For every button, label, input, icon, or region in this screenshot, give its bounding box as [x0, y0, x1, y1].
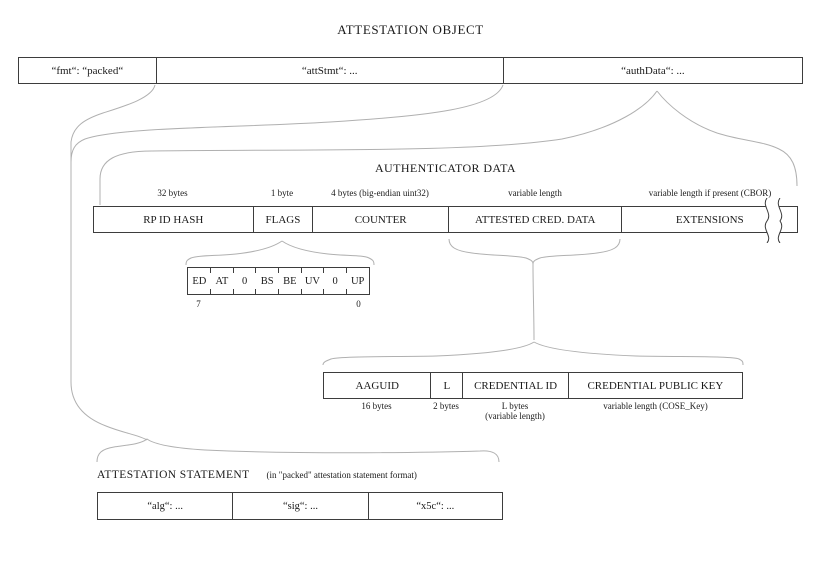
- attestation-statement-row: “alg“: ... “sig“: ... “x5c“: ...: [97, 492, 503, 520]
- bit-cell-rfu1: 0: [323, 268, 347, 294]
- size-label-flags: 1 byte: [270, 188, 294, 198]
- bit-cell-be: BE: [278, 268, 302, 294]
- flags-msb-label: 7: [196, 299, 201, 309]
- size-label-length: 2 bytes: [433, 401, 459, 411]
- size-label-credential-id-line1: L bytes: [501, 401, 529, 411]
- box-break-mark: [764, 198, 783, 243]
- brace-authdata-left-arm: [99, 90, 658, 205]
- attested-cred-data-row: AAGUID L CREDENTIAL ID CREDENTIAL PUBLIC…: [323, 372, 743, 399]
- credential-public-key-cell: CREDENTIAL PUBLIC KEY: [567, 373, 742, 398]
- flags-bits-row: ED AT 0 BS BE UV 0 UP: [187, 267, 370, 295]
- attestation-statement-title: ATTESTATION STATEMENT: [97, 469, 250, 481]
- flags-lsb-label: 0: [356, 299, 361, 309]
- size-label-extensions: variable length if present (CBOR): [648, 188, 772, 198]
- brace-attestation-statement: [96, 438, 500, 463]
- bit-cell-at: AT: [210, 268, 234, 294]
- authenticator-data-title: AUTHENTICATOR DATA: [374, 161, 516, 175]
- brace-flags-right: [281, 240, 375, 266]
- attestation-statement-heading: ATTESTATION STATEMENT (in "packed" attes…: [97, 469, 417, 481]
- brace-cred-expansion-left: [322, 341, 535, 366]
- connector-attstmt-to-statement-line: [70, 142, 148, 441]
- attested-cred-data-cell: ATTESTED CRED. DATA: [447, 207, 622, 232]
- flags-cell: FLAGS: [252, 207, 313, 232]
- size-label-credential-public-key: variable length (COSE_Key): [603, 401, 708, 411]
- fmt-cell: “fmt“: “packed“: [51, 64, 124, 77]
- size-label-counter: 4 bytes (big-endian uint32): [331, 188, 429, 198]
- brace-cred-expansion-right: [533, 341, 744, 366]
- attestation-statement-subtitle: (in "packed" attestation statement forma…: [266, 470, 417, 480]
- bit-cell-ed: ED: [192, 275, 207, 287]
- connector-attested-cred-line: [532, 263, 535, 341]
- bit-cell-rfu5: 0: [232, 268, 256, 294]
- page-title: ATTESTATION OBJECT: [337, 22, 484, 37]
- authenticator-data-row: RP ID HASH FLAGS COUNTER ATTESTED CRED. …: [93, 206, 798, 233]
- extensions-cell: EXTENSIONS: [621, 207, 797, 232]
- x5c-cell: “x5c“: ...: [367, 493, 502, 519]
- brace-attested-cred-left: [448, 238, 534, 265]
- bit-cell-bs: BS: [255, 268, 279, 294]
- alg-cell: “alg“: ...: [147, 500, 183, 512]
- size-label-attested-cred-data: variable length: [508, 188, 562, 198]
- connector-attstmt-right-funnel: [70, 84, 504, 163]
- attestation-object-row: “fmt“: “packed“ “attStmt“: ... “authData…: [18, 57, 803, 84]
- sig-cell: “sig“: ...: [232, 493, 367, 519]
- counter-cell: COUNTER: [312, 207, 448, 232]
- size-label-credential-id-line2: (variable length): [485, 411, 545, 421]
- connector-attstmt-left-funnel: [70, 84, 156, 143]
- size-label-credential-id: L bytes(variable length): [462, 401, 568, 421]
- brace-authdata-right-arm: [656, 90, 798, 187]
- size-label-aaguid: 16 bytes: [361, 401, 392, 411]
- size-label-rp-id-hash: 32 bytes: [157, 188, 188, 198]
- authdata-cell: “authData“: ...: [502, 58, 802, 83]
- brace-attested-cred-right: [532, 238, 621, 265]
- length-cell: L: [430, 373, 462, 398]
- credential-id-cell: CREDENTIAL ID: [462, 373, 568, 398]
- aaguid-cell: AAGUID: [355, 379, 399, 392]
- bit-cell-uv: UV: [300, 268, 324, 294]
- attstmt-cell: “attStmt“: ...: [155, 58, 503, 83]
- bit-cell-up: UP: [345, 268, 369, 294]
- rp-id-hash-cell: RP ID HASH: [143, 213, 204, 226]
- brace-flags-left: [185, 240, 283, 266]
